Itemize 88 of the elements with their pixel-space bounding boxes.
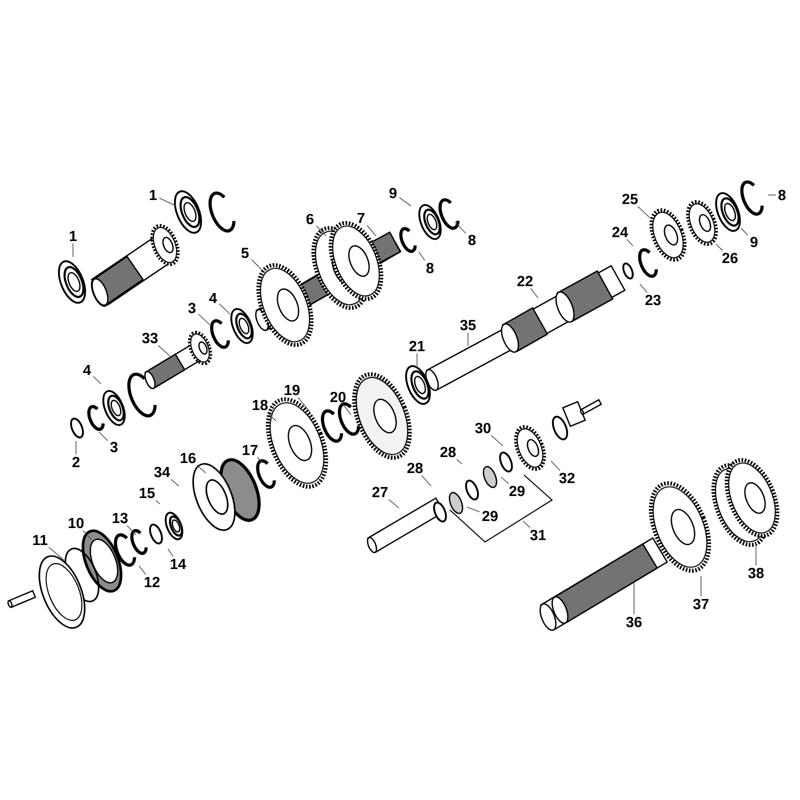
callout-number: 32 — [559, 472, 575, 484]
leader-line — [138, 566, 146, 576]
leader-line — [168, 548, 174, 558]
callout-number: 5 — [241, 248, 249, 258]
callout-number: 10 — [68, 518, 84, 528]
leader-line — [72, 242, 74, 258]
leader-line — [267, 412, 276, 422]
callout-number: 21 — [409, 340, 425, 352]
callout-number: 33 — [142, 332, 158, 344]
callout-number: 15 — [140, 488, 155, 498]
callout-number: 12 — [144, 576, 160, 588]
callout-number: 36 — [626, 616, 642, 628]
callout-number: 1 — [150, 190, 157, 200]
callout-number: 26 — [722, 252, 738, 264]
callout-number: 19 — [284, 384, 300, 396]
leader-line — [418, 252, 426, 261]
callout-number: 8 — [778, 190, 786, 200]
callout-number: 29 — [509, 486, 525, 496]
callout-number: 1 — [70, 230, 77, 242]
leader-line — [456, 459, 462, 464]
leader-line — [92, 376, 102, 384]
callout-number: 14 — [170, 558, 186, 570]
callout-number: 31 — [530, 530, 546, 540]
leader-line — [170, 479, 180, 486]
leader-line — [298, 397, 310, 412]
callout-number: 6 — [306, 214, 314, 224]
callout-number: 20 — [330, 392, 346, 402]
leader-line — [530, 288, 538, 298]
leader-line — [198, 314, 210, 326]
leader-line — [366, 224, 376, 236]
callout-number: 11 — [33, 534, 48, 546]
leader-line — [126, 525, 136, 536]
leader-line — [640, 284, 648, 293]
leader-line — [196, 465, 206, 474]
callout-number: 4 — [83, 364, 91, 376]
leader-line — [522, 520, 530, 528]
callout-number: 35 — [460, 320, 476, 330]
callout-number: 4 — [209, 292, 217, 304]
callout-number: 3 — [110, 442, 118, 452]
callout-number: 18 — [252, 400, 268, 410]
leader-line — [716, 244, 723, 251]
callout-number: 9 — [750, 236, 758, 248]
leader-line — [155, 500, 160, 504]
callout-number: 38 — [748, 568, 764, 578]
callout-number: 8 — [426, 262, 434, 274]
callout-number: 37 — [693, 598, 708, 610]
leader-line — [626, 239, 634, 246]
leader-line — [398, 197, 412, 206]
leader-line — [700, 576, 702, 597]
callout-number: 24 — [612, 226, 628, 238]
leader-line — [416, 353, 418, 366]
leader-line — [454, 222, 466, 234]
callout-number: 28 — [407, 462, 423, 474]
callout-number: 22 — [517, 276, 533, 286]
leader-line — [768, 194, 776, 196]
callout-number: 30 — [475, 422, 491, 434]
callout-number: 9 — [389, 188, 397, 198]
leader-line — [256, 456, 264, 464]
callout-number: 29 — [482, 510, 498, 522]
callout-number: 34 — [154, 466, 170, 478]
leader-line — [490, 435, 504, 446]
callout-number: 16 — [180, 452, 196, 464]
leader-line — [158, 345, 172, 358]
leader-line — [637, 206, 650, 218]
leader-line — [82, 530, 92, 540]
leader-line — [500, 476, 509, 484]
leader-line — [421, 475, 432, 486]
callout-number: 7 — [358, 212, 364, 224]
callout-number: 3 — [188, 302, 196, 314]
leader-line — [316, 225, 326, 236]
leader-line — [48, 546, 64, 560]
callout-number: 13 — [112, 512, 128, 524]
callout-number: 17 — [242, 444, 258, 456]
leader-line — [158, 198, 176, 206]
callout-number: 28 — [440, 446, 456, 458]
callout-number: 8 — [468, 234, 476, 246]
leader-line — [343, 404, 352, 416]
leader-line — [550, 460, 560, 471]
leader-line — [218, 304, 230, 314]
leader-line — [466, 506, 480, 512]
callout-number: 25 — [622, 194, 638, 204]
leader-line — [98, 432, 108, 442]
leader-line — [250, 258, 262, 270]
callout-number: 2 — [72, 456, 80, 468]
leader-line — [388, 499, 400, 508]
callout-number: 23 — [645, 294, 661, 306]
callout-number: 27 — [372, 486, 388, 498]
leader-line — [740, 228, 748, 236]
